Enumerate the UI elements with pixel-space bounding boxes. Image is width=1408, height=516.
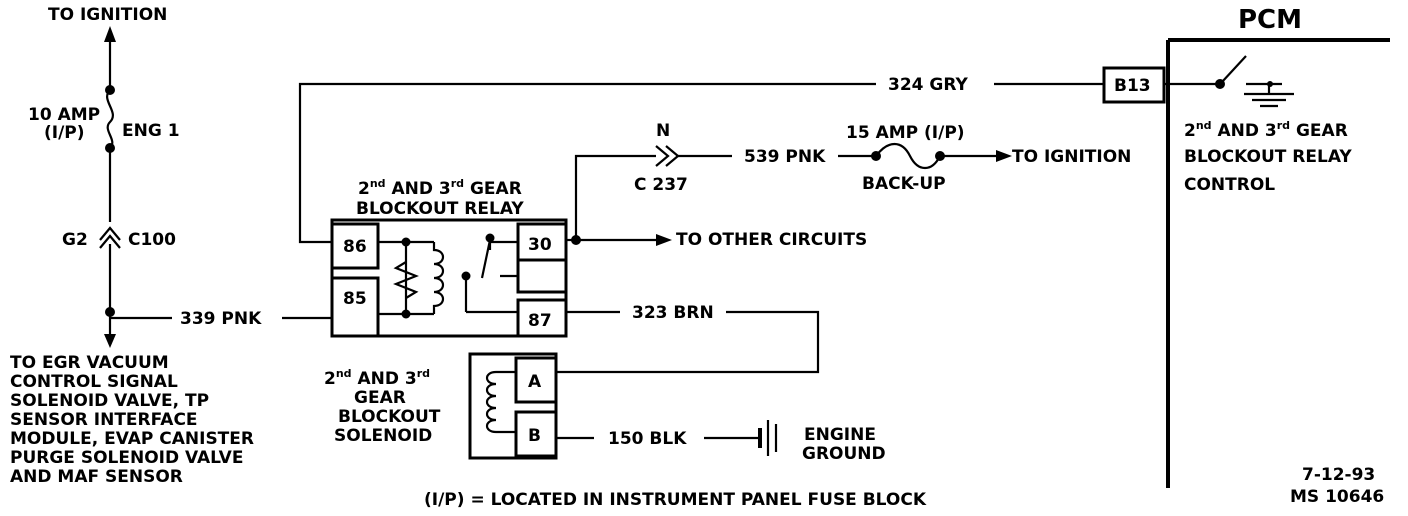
pcm-label: 2nd AND 3rd GEAR BLOCKOUT RELAY CONTROL xyxy=(1184,119,1352,195)
diagram-date: 7-12-93 xyxy=(1302,465,1375,485)
ignition-feed-circuit xyxy=(99,26,334,348)
egr-note-line: SOLENOID VALVE, TP xyxy=(10,391,209,411)
relay-switch-blade xyxy=(480,239,492,279)
wire-324-label: 324 GRY xyxy=(888,75,969,95)
solenoid-pin-a-box xyxy=(514,356,558,404)
svg-text:2nd AND 3rd: 2nd AND 3rd xyxy=(324,367,430,389)
svg-text:2nd AND 3rd GEAR: 2nd AND 3rd GEAR xyxy=(358,177,522,199)
arrow-right-icon xyxy=(656,234,672,246)
relay-pin-86-box xyxy=(330,222,380,270)
solenoid-label-2: 2 xyxy=(324,369,336,389)
pin30-output xyxy=(566,142,1012,246)
solenoid-coil-symbol xyxy=(485,370,497,434)
solenoid-pin-b-box xyxy=(514,410,558,458)
backup-to-ignition-label: TO IGNITION xyxy=(1012,147,1131,167)
c237-name-label: C 237 xyxy=(634,175,688,195)
relay-pin-30: 30 xyxy=(528,235,552,255)
ground-label-line1: ENGINE xyxy=(804,425,876,445)
pcm-label-sup-rd: rd xyxy=(1277,119,1290,132)
egr-note-line: AND MAF SENSOR xyxy=(10,467,183,487)
connector-pin-label: G2 xyxy=(62,230,88,250)
relay-pin-85-box xyxy=(330,276,380,338)
diagram-reference: MS 10646 xyxy=(1290,487,1384,507)
arrow-right-icon xyxy=(996,150,1012,162)
relay-pin-86: 86 xyxy=(343,237,367,257)
wire-150-label: 150 BLK xyxy=(608,429,687,449)
pcm-switch-blade xyxy=(1221,55,1247,83)
relay-pin-87-box xyxy=(516,298,568,338)
fuse-rating-label: 10 AMP xyxy=(28,105,100,125)
solenoid-label-sup-rd: rd xyxy=(417,367,430,380)
to-other-circuits-label: TO OTHER CIRCUITS xyxy=(676,230,867,250)
pcm-label-line3: CONTROL xyxy=(1184,175,1275,195)
egr-note-line: TO EGR VACUUM xyxy=(10,353,169,373)
pcm-title: PCM xyxy=(1238,5,1302,35)
backup-fuse-rating: 15 AMP (I/P) xyxy=(846,123,965,143)
relay-title-gear: GEAR xyxy=(464,179,522,199)
egr-note-line: SENSOR INTERFACE xyxy=(10,410,198,430)
arrow-down-icon xyxy=(104,334,116,348)
solenoid-label-line4: SOLENOID xyxy=(334,426,432,446)
pcm-label-sup-nd: nd xyxy=(1196,119,1212,132)
solenoid-pin-b: B xyxy=(528,426,541,446)
solenoid-label-line2: GEAR xyxy=(354,388,406,408)
top-to-ignition-label: TO IGNITION xyxy=(48,5,167,25)
fuse-name-label: ENG 1 xyxy=(122,121,180,141)
relay-title-line2: BLOCKOUT RELAY xyxy=(356,199,524,219)
arrow-up-icon xyxy=(104,26,116,42)
connector-name-label: C100 xyxy=(128,230,176,250)
wire-323-label: 323 BRN xyxy=(632,303,714,323)
fuse-backup-symbol xyxy=(875,142,941,170)
egr-note-line: MODULE, EVAP CANISTER xyxy=(10,429,254,449)
relay-title: 2nd AND 3rd GEAR BLOCKOUT RELAY xyxy=(356,177,524,219)
pcm-pin-b13: B13 xyxy=(1114,76,1151,96)
solenoid-label: 2nd AND 3rd GEAR BLOCKOUT SOLENOID xyxy=(324,367,441,446)
blockout-relay: 86 85 30 87 xyxy=(330,218,568,338)
pcm-label-gear: GEAR xyxy=(1290,121,1348,141)
connector-c237-icon xyxy=(655,145,680,167)
solenoid-pin-a: A xyxy=(528,372,542,392)
wire-539-label: 539 PNK xyxy=(744,147,826,167)
egr-note: TO EGR VACUUM CONTROL SIGNAL SOLENOID VA… xyxy=(10,353,254,487)
wire-324-gry xyxy=(298,82,1104,244)
pcm-module: B13 xyxy=(1102,38,1390,488)
relay-pin-85: 85 xyxy=(343,289,367,309)
connector-c100-icon xyxy=(99,226,121,249)
egr-note-line: PURGE SOLENOID VALVE xyxy=(10,448,243,468)
solenoid-label-sup-nd: nd xyxy=(336,367,352,380)
wire-339-label: 339 PNK xyxy=(180,309,262,329)
pcm-ground-icon xyxy=(1244,84,1294,108)
engine-ground-icon xyxy=(758,420,778,456)
ground-label-line2: GROUND xyxy=(802,444,886,464)
pcm-label-and3: AND 3 xyxy=(1212,121,1277,141)
solenoid-label-and3: AND 3 xyxy=(352,369,417,389)
wire-323-brn xyxy=(554,310,820,374)
wire-150-blk xyxy=(556,420,778,456)
relay-title-and3: AND 3 xyxy=(386,179,451,199)
fuse-location-label: (I/P) xyxy=(44,123,85,143)
backup-fuse-name: BACK-UP xyxy=(862,174,946,194)
pcm-label-line2: BLOCKOUT RELAY xyxy=(1184,147,1352,167)
solenoid-label-line3: BLOCKOUT xyxy=(338,407,441,427)
relay-title-2: 2 xyxy=(358,179,370,199)
relay-pin-empty-box xyxy=(516,258,568,294)
relay-title-sup-rd: rd xyxy=(451,177,464,190)
relay-title-sup-nd: nd xyxy=(370,177,386,190)
c237-pin-label: N xyxy=(656,121,670,141)
fuse-eng1-symbol xyxy=(106,89,114,149)
relay-pin-87: 87 xyxy=(528,311,552,331)
blockout-solenoid: A B xyxy=(468,352,558,460)
relay-coil-symbol xyxy=(432,242,445,314)
ip-legend: (I/P) = LOCATED IN INSTRUMENT PANEL FUSE… xyxy=(424,490,927,510)
pcm-label-2: 2 xyxy=(1184,121,1196,141)
egr-note-line: CONTROL SIGNAL xyxy=(10,372,178,392)
relay-resistor-symbol xyxy=(393,261,419,299)
svg-text:2nd AND 3rd GEAR: 2nd AND 3rd GEAR xyxy=(1184,119,1348,141)
